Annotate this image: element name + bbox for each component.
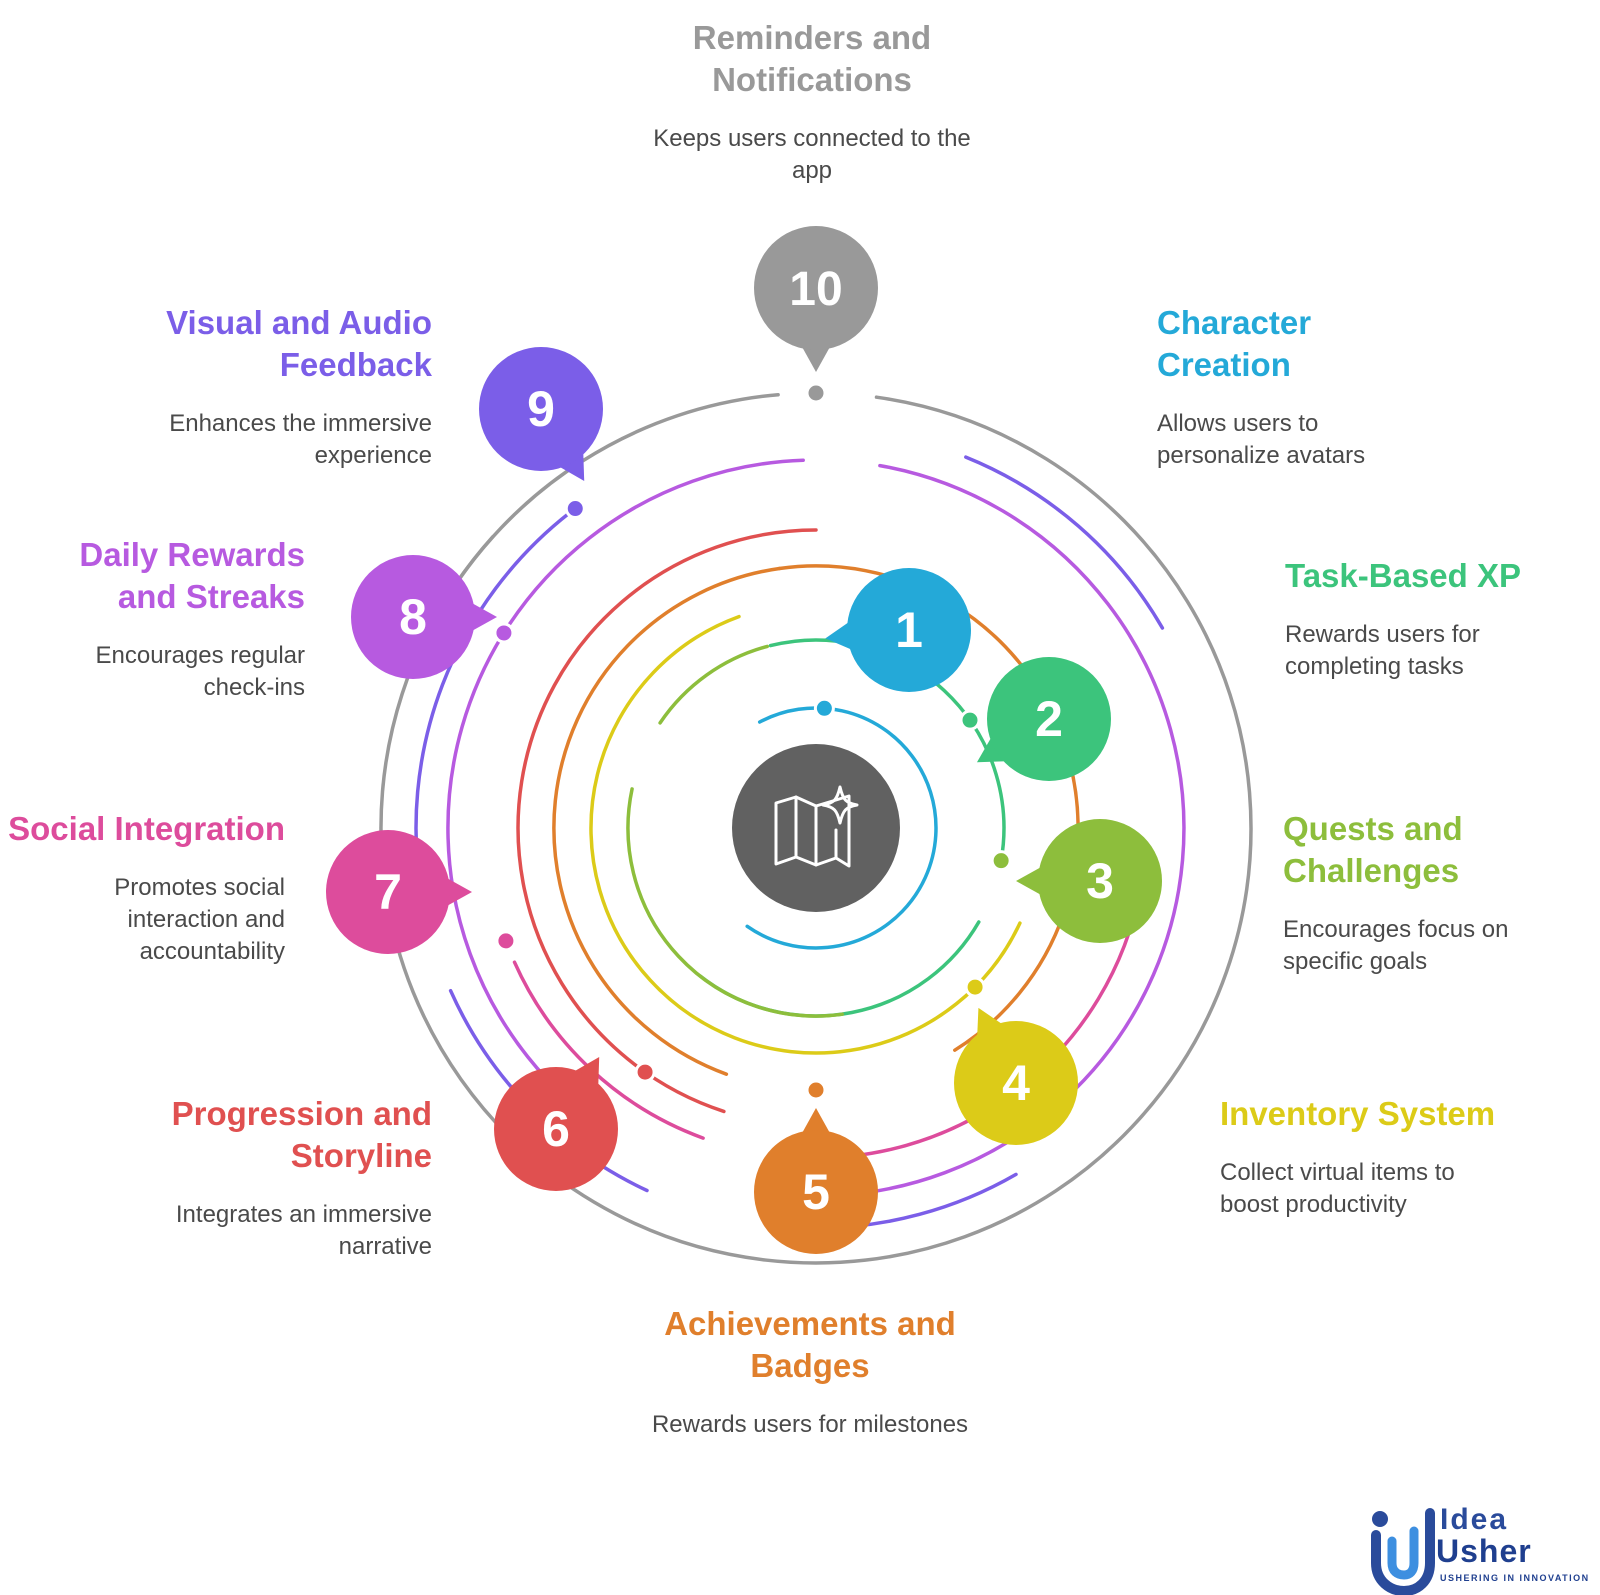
step-desc-1: Allows users to personalize avatars bbox=[1157, 410, 1366, 469]
step-bubble-3: 3 bbox=[1016, 819, 1162, 943]
map-sparkle-icon bbox=[774, 785, 859, 868]
step-bubble-circle-7 bbox=[326, 830, 450, 954]
step-title-4: Inventory System bbox=[1220, 1095, 1496, 1132]
step-desc-2: Rewards users for completing tasks bbox=[1285, 621, 1480, 680]
step-bubble-circle-6 bbox=[494, 1067, 618, 1191]
step-bubble-circle-5 bbox=[754, 1130, 878, 1254]
step-bubble-circle-9 bbox=[479, 347, 603, 471]
step-number-8: 8 bbox=[399, 589, 427, 645]
step-title-8: Daily Rewards and Streaks bbox=[79, 536, 305, 615]
orbit-dot-2 bbox=[959, 709, 981, 731]
step-bubble-5: 5 bbox=[754, 1108, 878, 1254]
step-number-5: 5 bbox=[802, 1164, 830, 1220]
step-number-10: 10 bbox=[789, 263, 842, 316]
orbit-arc-2-1 bbox=[768, 638, 1006, 863]
step-title-7: Social Integration bbox=[8, 810, 285, 847]
step-bubble-8: 8 bbox=[351, 555, 497, 679]
step-title-5: Achievements and Badges bbox=[664, 1305, 956, 1384]
step-number-4: 4 bbox=[1002, 1055, 1030, 1111]
step-desc-10: Keeps users connected to the app bbox=[653, 125, 971, 184]
step-title-2: Task-Based XP bbox=[1285, 557, 1521, 594]
orbit-arcs bbox=[379, 392, 1253, 1265]
logo-tagline: USHERING IN INNOVATION bbox=[1440, 1573, 1590, 1583]
step-desc-5: Rewards users for milestones bbox=[651, 1411, 969, 1438]
orbit-dot-5 bbox=[805, 1079, 827, 1101]
orbit-arc-1-1 bbox=[745, 706, 938, 950]
step-bubbles: 1 2 3 4 5 6 7 8 9 10 bbox=[326, 226, 1162, 1254]
orbit-arc-4-1 bbox=[589, 614, 1022, 1055]
step-number-7: 7 bbox=[374, 864, 402, 920]
step-label-7: Social Integration Promotes social inter… bbox=[0, 808, 285, 968]
orbit-dot-4 bbox=[964, 976, 986, 998]
step-label-2: Task-Based XP Rewards users for completi… bbox=[1285, 555, 1585, 683]
step-bubble-10: 10 bbox=[754, 226, 878, 372]
logo-idea-text: Idea bbox=[1440, 1503, 1509, 1536]
step-desc-7: Promotes social interaction and accounta… bbox=[114, 874, 285, 965]
step-number-6: 6 bbox=[542, 1101, 570, 1157]
step-number-2: 2 bbox=[1035, 691, 1063, 747]
idea-usher-logo: Idea Usher USHERING IN INNOVATION bbox=[1370, 1503, 1595, 1595]
orbit-arc-3-1 bbox=[626, 787, 844, 1018]
step-label-3: Quests and Challenges Encourages focus o… bbox=[1283, 808, 1583, 978]
step-bubble-6: 6 bbox=[494, 1056, 618, 1191]
orbit-dot-7 bbox=[495, 930, 517, 952]
step-label-5: Achievements and Badges Rewards users fo… bbox=[610, 1303, 1010, 1441]
step-bubble-7: 7 bbox=[326, 830, 472, 954]
step-label-4: Inventory System Collect virtual items t… bbox=[1220, 1093, 1580, 1221]
orbit-arc-8-2 bbox=[446, 458, 805, 1135]
orbit-dot-8 bbox=[493, 622, 515, 644]
step-desc-8: Encourages regular check-ins bbox=[95, 642, 305, 701]
step-bubble-circle-8 bbox=[351, 555, 475, 679]
step-bubble-circle-2 bbox=[987, 657, 1111, 781]
step-label-1: Character Creation Allows users to perso… bbox=[1157, 302, 1487, 472]
orbit-arc-5-2 bbox=[552, 566, 782, 1076]
step-desc-4: Collect virtual items to boost productiv… bbox=[1220, 1159, 1455, 1218]
orbit-dot-9 bbox=[564, 498, 586, 520]
step-title-6: Progression and Storyline bbox=[171, 1095, 432, 1174]
orbit-dot-10 bbox=[805, 382, 827, 404]
step-label-6: Progression and Storyline Integrates an … bbox=[100, 1093, 432, 1263]
step-label-8: Daily Rewards and Streaks Encourages reg… bbox=[40, 534, 305, 704]
step-desc-6: Integrates an immersive narrative bbox=[175, 1201, 432, 1260]
step-bubble-2: 2 bbox=[976, 657, 1111, 781]
logo-usher-text: Usher bbox=[1436, 1533, 1532, 1569]
orbit-dot-1 bbox=[813, 697, 835, 719]
idea-usher-logo-icon bbox=[1371, 1508, 1435, 1595]
step-bubble-1: 1 bbox=[825, 568, 971, 692]
step-bubble-circle-1 bbox=[847, 568, 971, 692]
orbit-arc-9-1 bbox=[964, 455, 1165, 630]
orbit-arc-8-1 bbox=[814, 463, 1186, 1198]
orbit-dots bbox=[493, 382, 1012, 1101]
center-hub bbox=[732, 744, 900, 912]
step-desc-9: Enhances the immersive experience bbox=[169, 410, 432, 469]
step-number-3: 3 bbox=[1086, 853, 1114, 909]
step-number-9: 9 bbox=[527, 381, 555, 437]
step-bubble-circle-10 bbox=[754, 226, 878, 350]
step-title-10: Reminders and Notifications bbox=[692, 19, 932, 98]
step-bubble-circle-3 bbox=[1038, 819, 1162, 943]
orbit-arc-3-2 bbox=[658, 644, 770, 725]
step-bubble-9: 9 bbox=[479, 347, 603, 482]
orbit-dot-6 bbox=[634, 1061, 656, 1083]
step-bubble-circle-4 bbox=[954, 1021, 1078, 1145]
step-label-10: Reminders and Notifications Keeps users … bbox=[612, 17, 1012, 187]
orbit-arc-6-1 bbox=[516, 528, 818, 1114]
orbit-dot-3 bbox=[990, 850, 1012, 872]
step-title-9: Visual and Audio Feedback bbox=[166, 304, 432, 383]
step-bubble-4: 4 bbox=[954, 1007, 1078, 1145]
step-desc-3: Encourages focus on specific goals bbox=[1283, 916, 1509, 975]
step-title-3: Quests and Challenges bbox=[1283, 810, 1463, 889]
step-title-1: Character Creation bbox=[1157, 304, 1312, 383]
step-label-9: Visual and Audio Feedback Enhances the i… bbox=[100, 302, 432, 472]
step-number-1: 1 bbox=[895, 602, 923, 658]
